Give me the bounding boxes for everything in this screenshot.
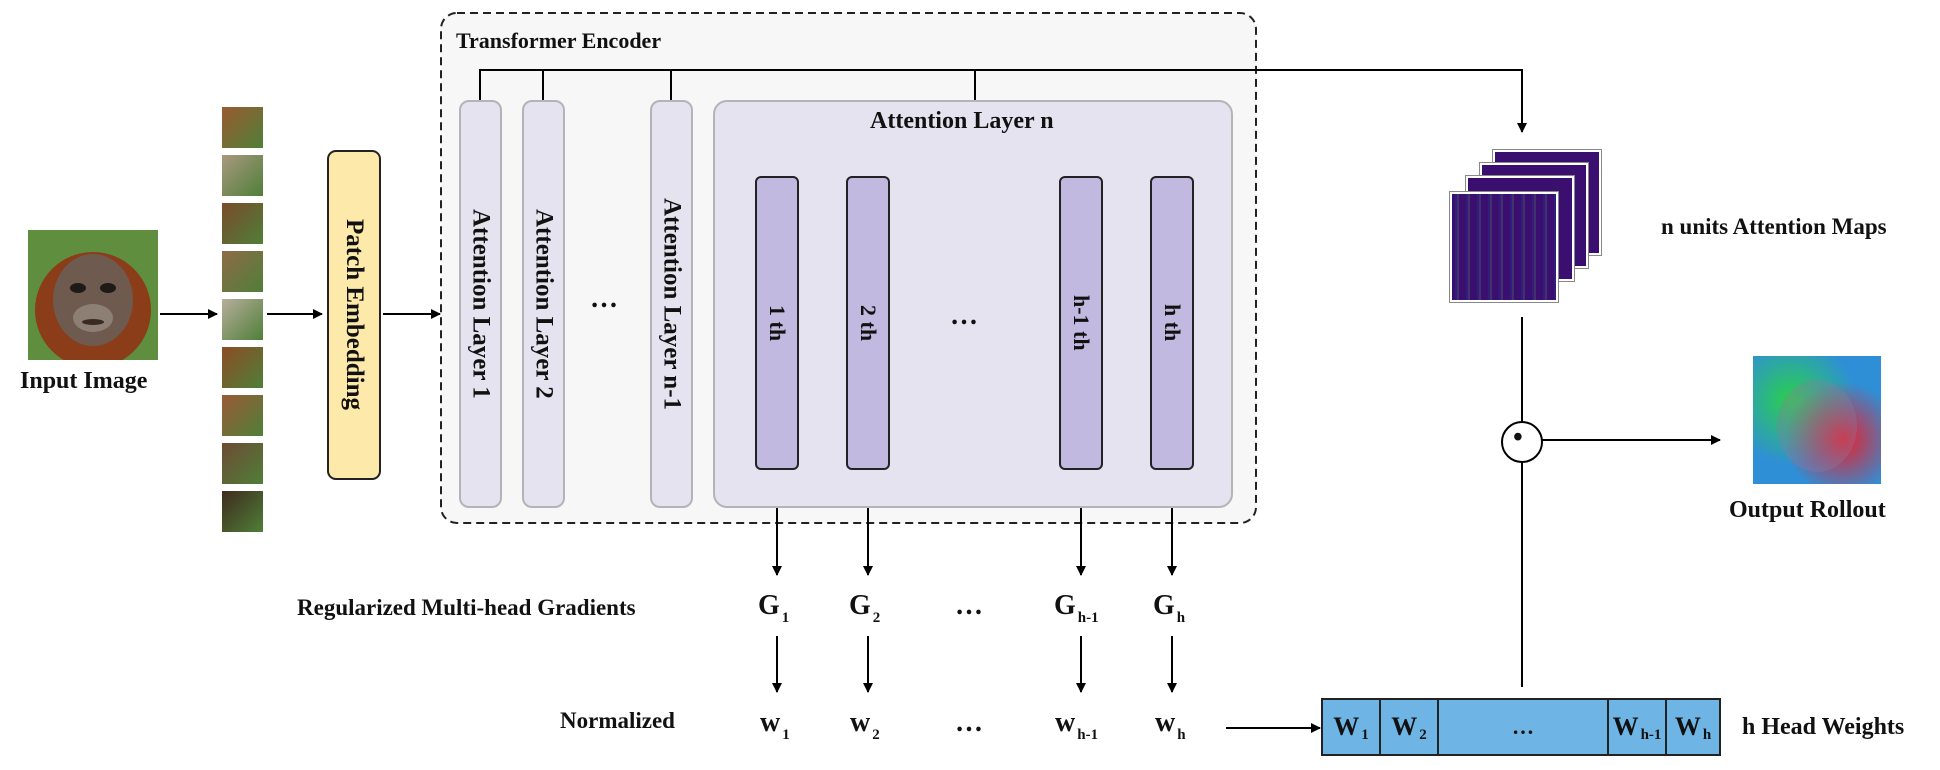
attention-maps-label: n units Attention Maps <box>1661 214 1887 239</box>
input-image-label: Input Image <box>20 368 148 394</box>
hadamard-product-node <box>1501 421 1543 463</box>
attention-layer-1-label: Attention Layer 1 <box>467 209 495 399</box>
head-2 <box>846 176 890 470</box>
image-patch <box>222 395 263 436</box>
image-patch <box>222 443 263 484</box>
input-image <box>28 230 158 360</box>
head-h-1-label: h-1 th <box>1069 295 1094 351</box>
gradients-label: Regularized Multi-head Gradients <box>297 595 636 620</box>
output-rollout-label: Output Rollout <box>1729 497 1886 523</box>
attention-map-1 <box>1449 191 1559 303</box>
attention-layer-n-1 <box>650 100 693 508</box>
head-h-label: h th <box>1160 304 1185 342</box>
head-2-label: 2 th <box>856 304 881 342</box>
hadamard-symbol: • <box>1513 422 1523 453</box>
patch-embedding-label: Patch Embedding <box>341 219 368 411</box>
attention-layer-2-label: Attention Layer 2 <box>530 209 558 399</box>
head-weight-cell-ellipsis: … <box>1439 700 1609 754</box>
head-h-1 <box>1059 176 1103 470</box>
image-patch <box>222 251 263 292</box>
normalized-ellipsis: … <box>955 707 983 738</box>
layers-ellipsis: … <box>590 283 618 314</box>
gradients-ellipsis: … <box>955 590 983 621</box>
attention-layer-n-title: Attention Layer n <box>870 108 1054 134</box>
attention-layer-2 <box>522 100 565 508</box>
image-patch <box>222 299 263 340</box>
head-1 <box>755 176 799 470</box>
transformer-encoder-title: Transformer Encoder <box>456 28 662 53</box>
image-patch <box>222 107 263 148</box>
head-weights-label: h Head Weights <box>1742 714 1905 740</box>
image-patch <box>222 491 263 532</box>
attention-layer-n <box>713 100 1233 508</box>
heads-ellipsis: … <box>950 300 978 331</box>
attention-layer-n-1-label: Attention Layer n-1 <box>658 197 686 411</box>
head-h <box>1150 176 1194 470</box>
normalized-label: Normalized <box>560 708 675 733</box>
patch-embedding-block <box>327 150 381 480</box>
image-patch <box>222 203 263 244</box>
head-1-label: 1 th <box>765 304 790 342</box>
image-patch <box>222 155 263 196</box>
output-rollout-image <box>1753 356 1881 484</box>
attention-layer-1 <box>459 100 502 508</box>
image-patch <box>222 347 263 388</box>
